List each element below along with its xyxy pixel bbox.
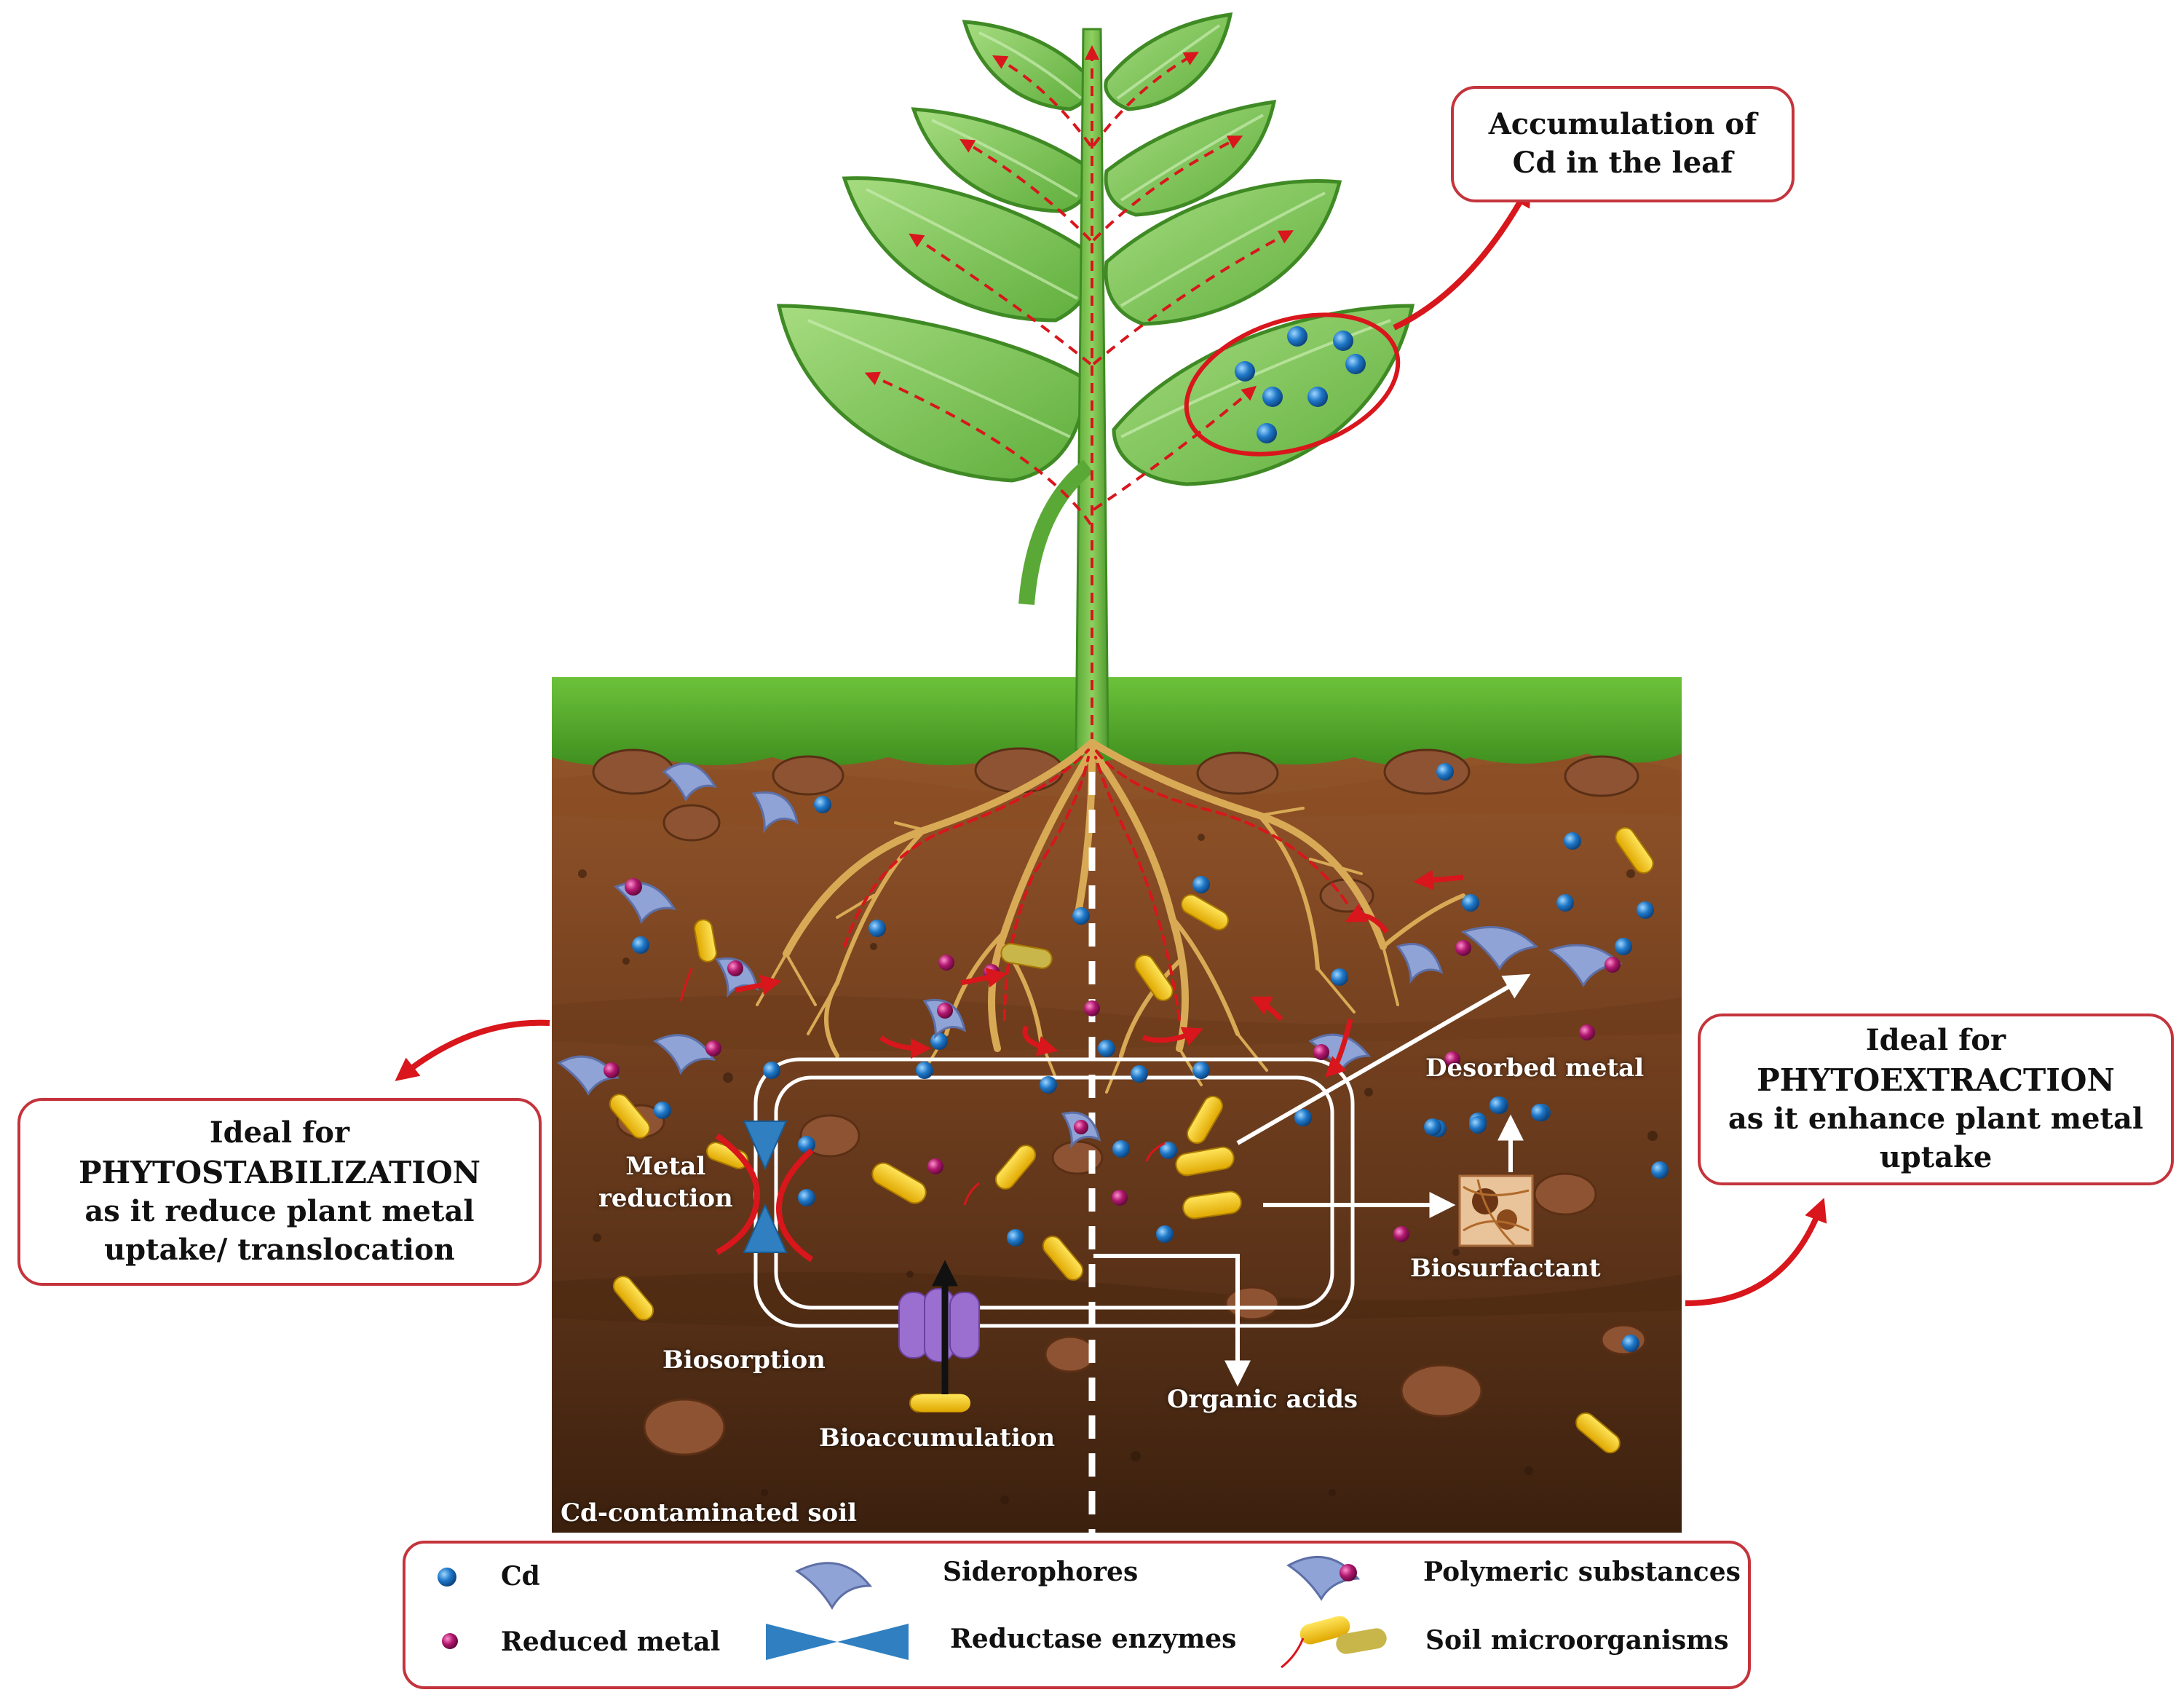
desorbed-metal-label: Desorbed metal xyxy=(1425,1054,1645,1083)
legend-microorganisms-icon xyxy=(1281,1616,1387,1669)
legend-cd-label: Cd xyxy=(501,1561,540,1592)
polymer-bound-metal xyxy=(604,878,1621,1134)
legend-polymeric-label: Polymeric substances xyxy=(1423,1557,1741,1587)
leaf-callout-line-2: Cd in the leaf xyxy=(1512,146,1733,180)
leaf-callout-line-1: Accumulation of xyxy=(1488,107,1757,142)
legend-reduced-metal-icon xyxy=(442,1633,458,1649)
biosorption-label: Biosorption xyxy=(662,1346,826,1375)
reductase-enzyme-soil xyxy=(743,1121,788,1253)
phytostab-line-4: uptake/ translocation xyxy=(104,1233,455,1268)
legend-siderophores-label: Siderophores xyxy=(943,1557,1139,1587)
phytostabilization-callout: Ideal for PHYTOSTABILIZATION as it reduc… xyxy=(17,1098,542,1286)
metal-reduction-line-2: reduction xyxy=(598,1184,733,1214)
leaf-accumulation-callout: Accumulation of Cd in the leaf xyxy=(1451,86,1795,202)
organic-acids-label: Organic acids xyxy=(1167,1385,1358,1414)
phytostab-line-1: Ideal for xyxy=(209,1115,350,1150)
phytostab-line-3: as it reduce plant metal xyxy=(84,1194,475,1229)
plant xyxy=(776,12,1415,751)
legend-reductase-icon xyxy=(766,1624,909,1660)
metal-reduction-line-1: Metal xyxy=(625,1152,706,1181)
phytoextraction-arrow xyxy=(1685,1198,1827,1306)
phytoext-line-3: as it enhance plant metal xyxy=(1728,1102,2144,1137)
legend-cd-icon xyxy=(438,1568,456,1587)
transporter-protein xyxy=(898,1288,980,1362)
biosurfactant-image xyxy=(1458,1174,1534,1247)
legend-reduced-metal-label: Reduced metal xyxy=(501,1627,721,1657)
leaf-cd-particles xyxy=(1235,326,1366,443)
biosurfactant-label: Biosurfactant xyxy=(1410,1254,1601,1283)
metal-reduction-label: Metal reduction xyxy=(598,1150,733,1214)
phytoext-line-1: Ideal for xyxy=(1865,1023,2006,1058)
legend-reductase-label: Reductase enzymes xyxy=(950,1624,1237,1654)
soil-label: Cd-contaminated soil xyxy=(561,1498,858,1528)
soil-block xyxy=(552,677,1682,1533)
phytoextraction-callout: Ideal for PHYTOEXTRACTION as it enhance … xyxy=(1698,1014,2174,1185)
phytoext-line-2: PHYTOEXTRACTION xyxy=(1757,1062,2115,1098)
desorbed-cd-particles xyxy=(1424,1097,1548,1136)
legend-siderophore-icon xyxy=(795,1562,873,1610)
phytostab-line-2: PHYTOSTABILIZATION xyxy=(78,1154,481,1190)
legend xyxy=(403,1541,1751,1689)
phytostabilization-arrow xyxy=(395,1019,550,1081)
soil-microorganisms xyxy=(609,826,1654,1454)
phytoext-line-4: uptake xyxy=(1879,1140,1993,1175)
legend-polymeric-icon xyxy=(1286,1555,1361,1601)
leaf-callout-arrow xyxy=(1393,183,1531,331)
soil-siderophores xyxy=(557,762,1623,1149)
leaf-highlight-ellipse xyxy=(1184,312,1401,457)
legend-microorganisms-label: Soil microorganisms xyxy=(1425,1625,1729,1656)
bioaccumulation-label: Bioaccumulation xyxy=(819,1423,1056,1453)
